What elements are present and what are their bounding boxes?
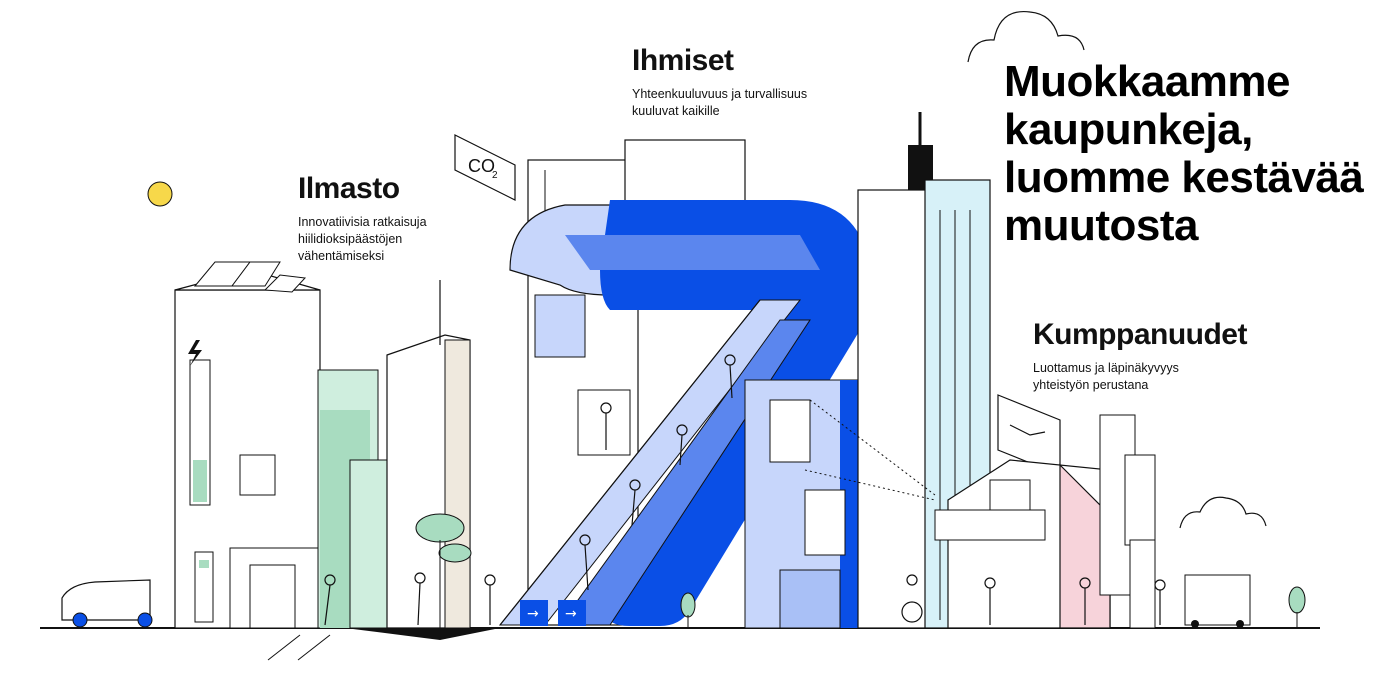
arrow-right-icon: → [527, 606, 539, 622]
partners-title: Kumppanuudet [1033, 318, 1247, 351]
climate-text: Innovatiivisia ratkaisuja hiilidioksipää… [298, 215, 427, 263]
section-people: Ihmiset Yhteenkuuluvuus ja turvallisuus … [632, 44, 807, 120]
climate-title: Ilmasto [298, 172, 400, 205]
section-partners: Kumppanuudet Luottamus ja läpinäkyvyys y… [1033, 318, 1247, 394]
electric-van [61, 551, 214, 628]
co2-billboard: CO 2 [454, 134, 516, 201]
sun-icon [147, 181, 173, 207]
main-headline: Muokkaamme kaupunkeja, luomme kestävää m… [1004, 57, 1364, 250]
people-text: Yhteenkuuluvuus ja turvallisuus kuuluvat… [632, 87, 808, 118]
people-title: Ihmiset [632, 44, 734, 77]
seven-structure [498, 200, 872, 626]
co2-subscript: 2 [492, 170, 498, 181]
handshake-icon [1009, 424, 1046, 436]
cloud-icon [1179, 496, 1267, 529]
arrow-right-icon: → [565, 606, 577, 622]
partners-text: Luottamus ja läpinäkyvyys yhteistyön per… [1033, 361, 1179, 392]
power-building [174, 261, 321, 629]
cloud-icon [967, 10, 1085, 63]
co2-label: CO [468, 156, 495, 176]
section-climate: Ilmasto Innovatiivisia ratkaisuja hiilid… [298, 172, 427, 265]
lightning-icon [188, 340, 202, 366]
